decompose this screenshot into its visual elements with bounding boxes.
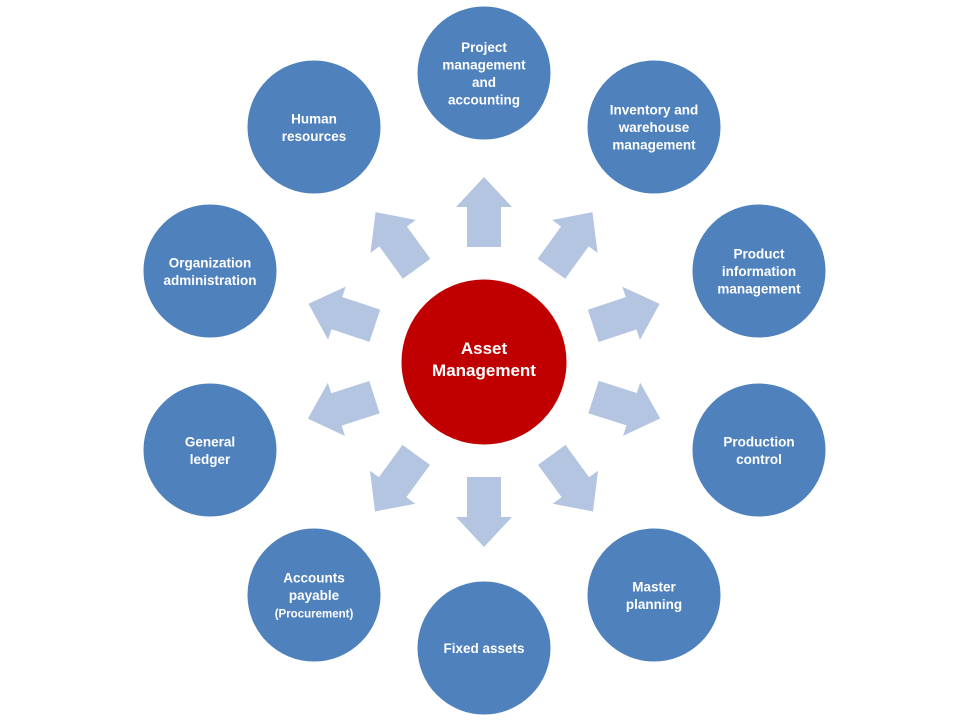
direction-arrow-production [588,380,661,436]
node-fixed-assets: Fixed assets [416,580,552,716]
node-label: Fixed assets [443,641,524,656]
node-circle [142,203,278,339]
node-label: management [717,282,801,297]
node-label: (Procurement) [275,609,354,621]
node-inventory: Inventory and warehouse management [586,59,722,195]
node-label: administration [163,273,256,288]
node-project: Project management and accounting [416,5,552,141]
nodes-group: ProjectmanagementandaccountingInventory … [142,5,827,716]
center-label: Management [432,361,536,380]
node-label: warehouse [618,120,690,135]
node-circle [416,580,552,716]
node-master-planning: Master planning [586,527,722,663]
node-circle [416,5,552,141]
node-circle [691,382,827,518]
node-label: payable [289,588,340,603]
node-circle [691,203,827,339]
arrows-group [307,177,661,547]
node-label: Inventory and [610,103,699,118]
node-label: resources [282,129,347,144]
center-label: Asset [461,339,508,358]
node-accounts-payable: Accounts payable (Procurement) [246,527,382,663]
direction-arrow-project [456,177,512,247]
node-label: planning [626,597,682,612]
node-label: information [722,264,796,279]
direction-arrow-master-planning [538,444,598,512]
direction-arrow-general-ledger [307,380,380,437]
direction-arrow-product-info [587,286,660,343]
node-label: Organization [169,255,252,270]
node-label: control [736,452,782,467]
direction-arrow-accounts-payable [370,444,430,512]
direction-arrow-human-resources [370,212,431,279]
node-label: accounting [448,92,520,107]
node-label: Master [632,579,676,594]
node-label: ledger [190,452,231,467]
node-product-info: Product information management [691,203,827,339]
node-circle [142,382,278,518]
node-label: General [185,434,235,449]
node-label: Production [723,434,794,449]
node-production: Production control [691,382,827,518]
direction-arrow-inventory [537,212,598,279]
node-general-ledger: General ledger [142,382,278,518]
node-circle [586,527,722,663]
node-label: management [442,57,526,72]
node-label: Product [733,247,785,262]
node-human-resources: Human resources [246,59,382,195]
node-circle [246,59,382,195]
direction-arrow-fixed-assets [456,477,512,547]
node-circle [246,527,382,663]
node-label: and [472,75,496,90]
center-circle [400,278,568,446]
node-org-admin: Organization administration [142,203,278,339]
node-label: Project [461,40,507,55]
node-label: management [612,138,696,153]
node-label: Human [291,111,337,126]
node-label: Accounts [283,571,345,586]
node-circle [586,59,722,195]
direction-arrow-org-admin [308,286,381,342]
